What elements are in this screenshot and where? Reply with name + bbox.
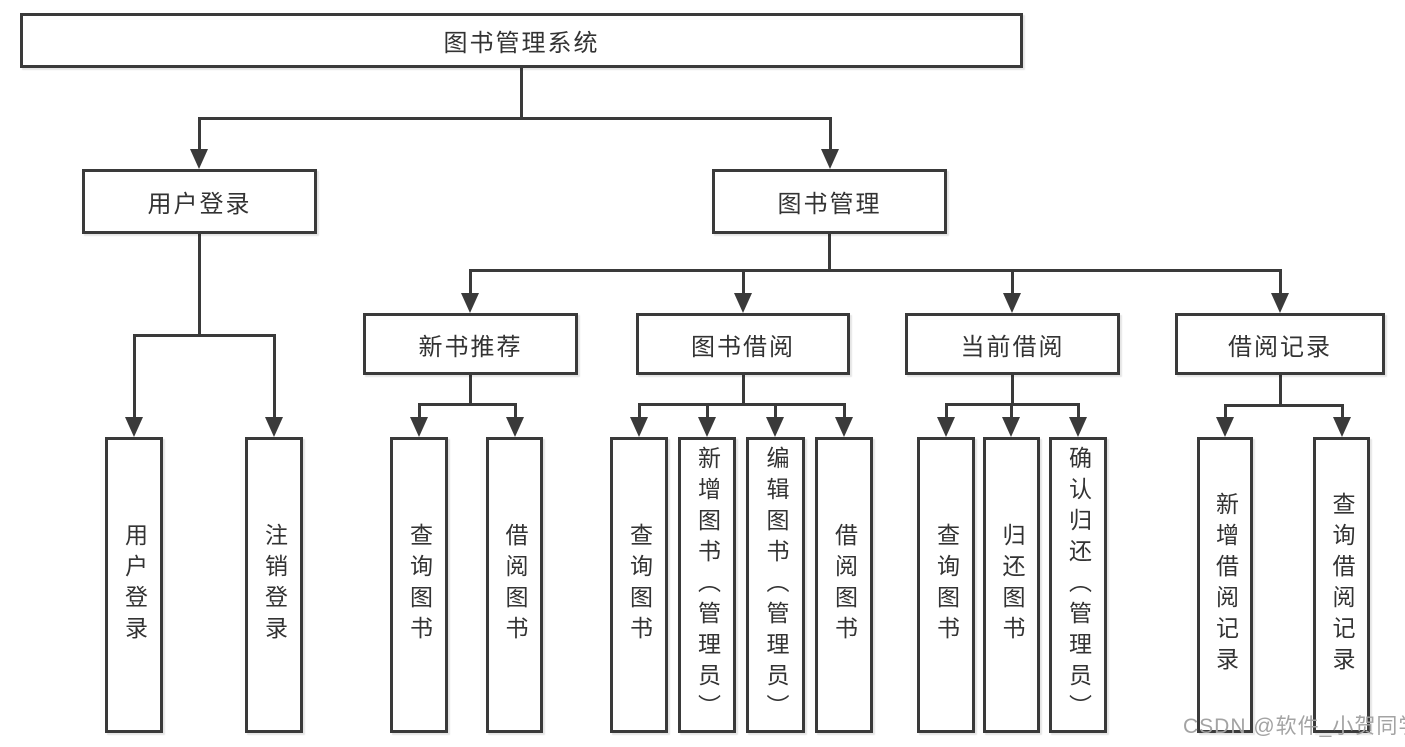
arrowhead bbox=[506, 417, 524, 437]
connector-line bbox=[197, 116, 201, 153]
arrowhead bbox=[265, 417, 283, 437]
node-bb-query-books: 查询图书 bbox=[610, 437, 668, 733]
node-label: 注销登录 bbox=[261, 523, 288, 647]
node-br-query-record: 查询借阅记录 bbox=[1313, 437, 1370, 733]
connector-line bbox=[468, 268, 472, 297]
connector-line bbox=[132, 333, 276, 337]
arrowhead bbox=[125, 417, 143, 437]
connector-line bbox=[1223, 403, 1344, 407]
connector-line bbox=[519, 68, 523, 120]
arrowhead bbox=[1069, 417, 1087, 437]
node-label: 新增图书（管理员） bbox=[694, 445, 721, 725]
arrowhead bbox=[766, 417, 784, 437]
node-label: 用户登录 bbox=[147, 191, 252, 218]
connector-line bbox=[944, 402, 948, 421]
node-label: 借阅记录 bbox=[1228, 333, 1332, 361]
node-rec-borrow-books: 借阅图书 bbox=[486, 437, 543, 733]
node-book-mgmt: 图书管理 bbox=[712, 169, 947, 234]
connector-line bbox=[741, 375, 745, 406]
connector-line bbox=[417, 402, 421, 421]
arrowhead bbox=[1002, 417, 1020, 437]
node-label: 新书推荐 bbox=[418, 333, 523, 361]
node-current-borrow: 当前借阅 bbox=[905, 313, 1120, 375]
node-label: 图书借阅 bbox=[691, 333, 795, 361]
node-label: 查询借阅记录 bbox=[1329, 492, 1355, 678]
node-cb-query-books: 查询图书 bbox=[917, 437, 975, 733]
arrowhead bbox=[410, 417, 428, 437]
connector-line bbox=[1010, 375, 1014, 406]
node-label: 查询图书 bbox=[933, 523, 960, 647]
node-label: 归还图书 bbox=[999, 523, 1025, 647]
watermark: CSDN @软件_小贺同学 bbox=[1183, 715, 1405, 738]
node-label: 查询图书 bbox=[626, 523, 653, 647]
arrowhead bbox=[630, 417, 648, 437]
connector-line bbox=[637, 402, 846, 406]
connector-line bbox=[1009, 402, 1013, 421]
connector-line bbox=[705, 402, 709, 421]
connector-line bbox=[828, 116, 832, 153]
node-bb-borrow-books: 借阅图书 bbox=[815, 437, 873, 733]
connector-line bbox=[741, 268, 745, 297]
connector-line bbox=[468, 268, 1282, 272]
node-label: 编辑图书（管理员） bbox=[763, 445, 789, 725]
node-rec-query-books: 查询图书 bbox=[390, 437, 448, 733]
node-br-add-record: 新增借阅记录 bbox=[1197, 437, 1253, 733]
connector-line bbox=[1340, 403, 1344, 421]
node-label: 借阅图书 bbox=[831, 523, 858, 647]
node-borrow-records: 借阅记录 bbox=[1175, 313, 1385, 375]
arrowhead bbox=[937, 417, 955, 437]
connector-line bbox=[132, 333, 136, 421]
node-label: 图书管理 bbox=[777, 191, 882, 218]
connector-line bbox=[637, 402, 641, 421]
arrowhead bbox=[1003, 293, 1021, 313]
connector-line bbox=[1278, 268, 1282, 297]
node-label: 新增借阅记录 bbox=[1212, 492, 1239, 678]
node-login: 用户登录 bbox=[105, 437, 163, 733]
node-bb-edit-books: 编辑图书（管理员） bbox=[746, 437, 805, 733]
connector-line bbox=[773, 402, 777, 421]
node-root: 图书管理系统 bbox=[20, 13, 1023, 68]
connector-line bbox=[197, 116, 832, 120]
connector-line bbox=[272, 333, 276, 421]
node-cb-confirm-return: 确认归还（管理员） bbox=[1049, 437, 1107, 733]
connector-line bbox=[842, 402, 846, 421]
node-book-borrow: 图书借阅 bbox=[636, 313, 850, 375]
connector-line bbox=[513, 402, 517, 421]
connector-line bbox=[468, 375, 472, 406]
arrowhead bbox=[835, 417, 853, 437]
node-new-book-rec: 新书推荐 bbox=[363, 313, 578, 375]
arrowhead bbox=[1216, 417, 1234, 437]
arrowhead bbox=[461, 293, 479, 313]
node-logout: 注销登录 bbox=[245, 437, 303, 733]
arrowhead bbox=[698, 417, 716, 437]
node-label: 确认归还（管理员） bbox=[1065, 445, 1092, 725]
connector-line bbox=[827, 234, 831, 272]
connector-line bbox=[1278, 375, 1282, 407]
node-cb-return-books: 归还图书 bbox=[983, 437, 1040, 733]
connector-line bbox=[1010, 268, 1014, 297]
node-label: 当前借阅 bbox=[960, 333, 1065, 361]
node-label: 用户登录 bbox=[121, 523, 148, 647]
connector-line bbox=[417, 402, 517, 406]
node-bb-add-books: 新增图书（管理员） bbox=[678, 437, 736, 733]
connector-line bbox=[197, 234, 201, 337]
arrowhead bbox=[1271, 293, 1289, 313]
node-user-login: 用户登录 bbox=[82, 169, 317, 234]
connector-line bbox=[1223, 403, 1227, 421]
arrowhead bbox=[734, 293, 752, 313]
node-label: 图书管理系统 bbox=[443, 30, 600, 57]
node-label: 查询图书 bbox=[406, 523, 433, 647]
arrowhead bbox=[1333, 417, 1351, 437]
arrowhead bbox=[821, 149, 839, 169]
connector-line bbox=[1076, 402, 1080, 421]
node-label: 借阅图书 bbox=[502, 523, 528, 647]
arrowhead bbox=[190, 149, 208, 169]
